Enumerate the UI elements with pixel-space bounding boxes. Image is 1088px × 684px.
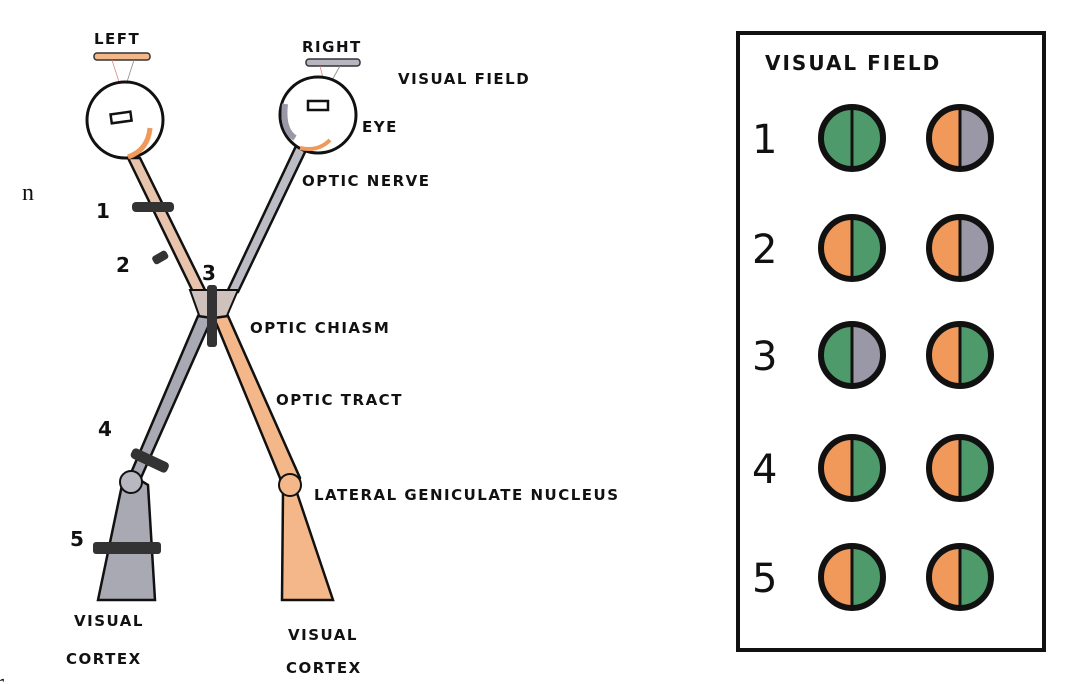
eye-label: EYE — [362, 118, 398, 136]
lesion-number: 3 — [202, 261, 216, 285]
lesion-5 — [93, 542, 161, 554]
lesion-number: 2 — [116, 253, 130, 277]
edge-text-fragment: n — [22, 180, 34, 206]
lesion-number: 4 — [98, 417, 112, 441]
visual-cortex-right-label: VISUAL — [288, 626, 358, 644]
visual-cortex-right-label: CORTEX — [286, 659, 362, 677]
legend-row: 3 — [752, 321, 994, 389]
optic-tract-label: OPTIC TRACT — [276, 391, 403, 409]
left-eye-field-circle — [818, 434, 886, 502]
right-half — [852, 324, 883, 386]
left-eye — [85, 80, 165, 160]
right-optic-tract — [212, 314, 335, 602]
lesion-number: 5 — [70, 527, 84, 551]
right-eye-field-circle — [926, 214, 994, 282]
left-half — [821, 107, 852, 169]
left-half — [821, 324, 852, 386]
visual-cortex-left-label: CORTEX — [66, 650, 142, 668]
visual-cortex-left-label: VISUAL — [74, 612, 144, 630]
right-optic-nerve — [226, 144, 308, 294]
row-number: 5 — [752, 556, 777, 602]
visual-field-legend: VISUAL FIELD 1 2 3 4 5 — [736, 31, 1046, 652]
right-half — [852, 107, 883, 169]
row-number: 2 — [752, 227, 777, 273]
visual-field-label: VISUAL FIELD — [398, 70, 530, 88]
left-optic-nerve — [126, 156, 207, 298]
right-eye-field-circle — [926, 321, 994, 389]
lesion-number: 1 — [96, 199, 110, 223]
right-eye-field-circle — [926, 543, 994, 611]
optic-chiasm-label: OPTIC CHIASM — [250, 319, 390, 337]
lesion-3 — [207, 285, 217, 347]
optic-nerve-label: OPTIC NERVE — [302, 172, 431, 190]
right-half — [960, 546, 991, 608]
right-half — [852, 437, 883, 499]
right-eye — [278, 75, 358, 155]
left-eye-field-circle — [818, 214, 886, 282]
lesion-2 — [152, 250, 169, 265]
row-number: 4 — [752, 447, 777, 493]
edge-text-fragment: r — [0, 670, 4, 684]
legend-title: VISUAL FIELD — [765, 51, 941, 75]
left-half — [929, 437, 960, 499]
right-half — [960, 324, 991, 386]
left-half — [929, 107, 960, 169]
right-half — [852, 546, 883, 608]
lgn-label: LATERAL GENICULATE NUCLEUS — [314, 486, 620, 504]
left-eye-field-circle — [818, 104, 886, 172]
right-half — [960, 437, 991, 499]
left-eye-field-circle — [818, 543, 886, 611]
right-lgn — [278, 473, 302, 497]
right-eye-field-circle — [926, 434, 994, 502]
legend-row: 1 — [752, 104, 994, 172]
right-label: RIGHT — [302, 38, 362, 56]
left-half — [929, 324, 960, 386]
legend-row: 4 — [752, 434, 994, 502]
lesion-1 — [132, 202, 174, 212]
row-number: 1 — [752, 117, 777, 163]
right-half — [960, 217, 991, 279]
left-eye-field-circle — [818, 321, 886, 389]
left-half — [929, 546, 960, 608]
right-half — [852, 217, 883, 279]
left-half — [929, 217, 960, 279]
left-half — [821, 217, 852, 279]
row-number: 3 — [752, 334, 777, 380]
left-half — [821, 546, 852, 608]
left-label: LEFT — [94, 30, 140, 48]
left-half — [821, 437, 852, 499]
lesion-4 — [130, 448, 169, 473]
right-eye-field-circle — [926, 104, 994, 172]
legend-row: 2 — [752, 214, 994, 282]
legend-row: 5 — [752, 543, 994, 611]
right-half — [960, 107, 991, 169]
left-lgn — [119, 470, 143, 494]
